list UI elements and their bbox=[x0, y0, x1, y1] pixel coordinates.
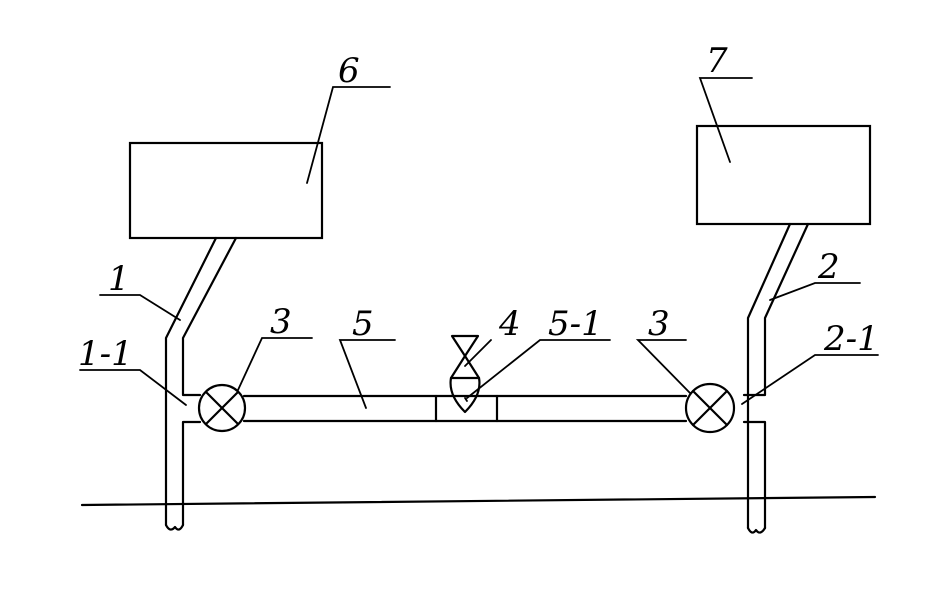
label-3-right: 3 bbox=[648, 304, 670, 344]
pipe-1 bbox=[164, 236, 238, 531]
leader-lines bbox=[79, 77, 879, 409]
label-5-1: 5-1 bbox=[548, 304, 603, 344]
label-6: 6 bbox=[338, 51, 360, 91]
check-valve-4 bbox=[449, 334, 481, 414]
label-2: 2 bbox=[817, 247, 840, 287]
pipe-5 bbox=[242, 394, 688, 423]
ground-line bbox=[80, 495, 877, 507]
label-1-1: 1-1 bbox=[78, 334, 133, 374]
label-4: 4 bbox=[498, 304, 521, 344]
tank-7 bbox=[695, 124, 872, 226]
label-5: 5 bbox=[352, 304, 374, 344]
valve-left bbox=[197, 383, 247, 433]
label-7: 7 bbox=[706, 41, 728, 81]
pipe-2 bbox=[742, 222, 810, 534]
label-2-1: 2-1 bbox=[823, 319, 879, 359]
label-1: 1 bbox=[108, 259, 130, 299]
label-3-left: 3 bbox=[270, 302, 292, 342]
tank-6 bbox=[128, 141, 324, 240]
valve-right bbox=[684, 382, 736, 434]
